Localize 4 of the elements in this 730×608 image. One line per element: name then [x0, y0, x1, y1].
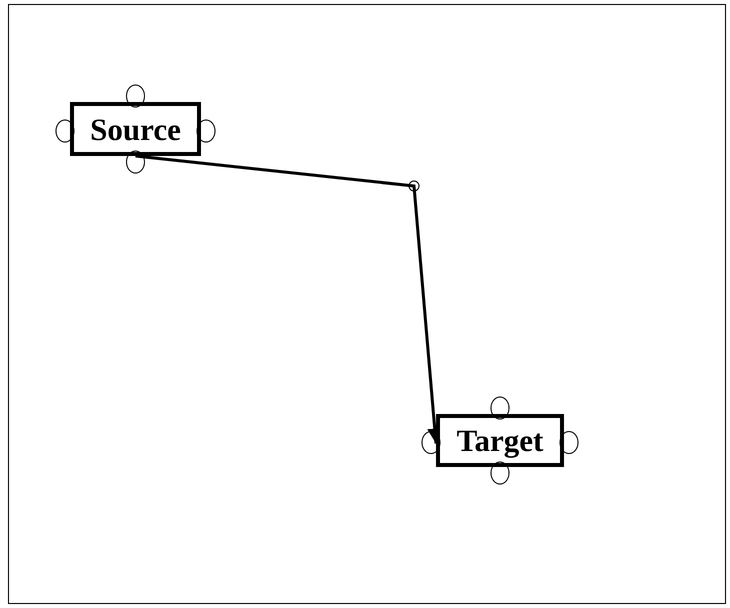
node-label: Source	[90, 114, 181, 144]
node-box	[70, 102, 201, 156]
node-label: Target	[456, 425, 544, 456]
node-box	[436, 414, 564, 467]
